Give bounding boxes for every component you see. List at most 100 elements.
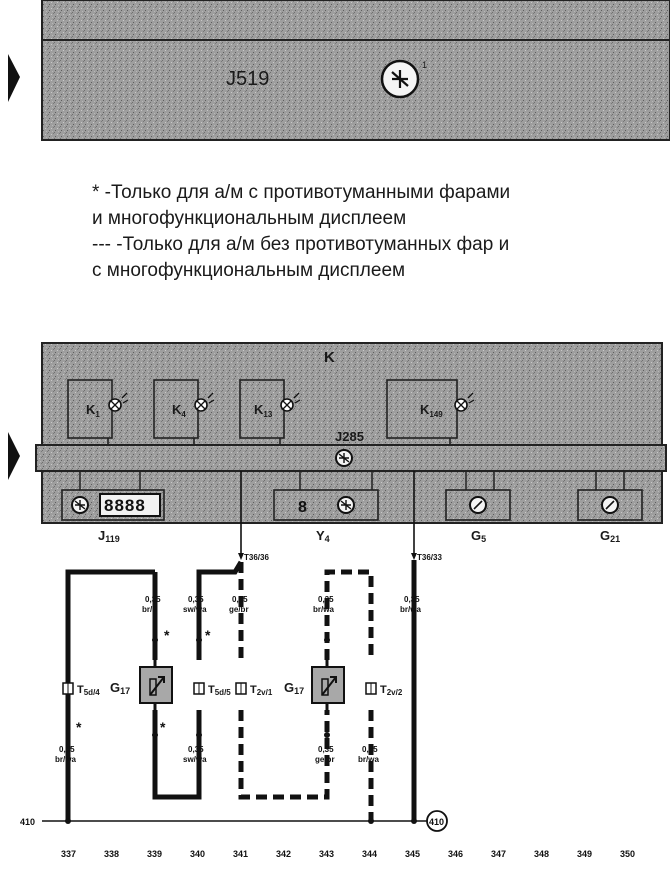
column-number: 341 [233, 849, 248, 859]
lamp-label-k1-name: K [86, 402, 96, 417]
warning-lamp-icon [280, 392, 301, 412]
page-marker-arrow [8, 54, 20, 102]
connector-pin-icon [235, 682, 247, 695]
connector-pin-icon [62, 682, 74, 695]
sub-label-j119-sub: 119 [105, 534, 120, 544]
sub-label-y4-name: Y [316, 528, 325, 543]
sub-label-g21-sub: 21 [610, 534, 620, 544]
sensor-g17-right-label: G17 [284, 680, 304, 696]
connector-pin [238, 553, 244, 560]
column-number: 342 [276, 849, 291, 859]
temperature-sensor-icon [321, 676, 337, 696]
wire-gauge-339: 0,35 [145, 595, 161, 604]
lamp-label-k1: K1 [86, 402, 100, 419]
j519-label: J519 [226, 68, 269, 90]
lamp-label-k149-sub: 149 [429, 410, 443, 419]
wire-sw-wa-loop [152, 560, 244, 800]
wire-labels: 0,35 br/li 0,35 sw/wa 0,35 ge/br 0,35 br… [55, 595, 421, 764]
connector-t2v2-name: T [380, 684, 387, 696]
column-number: 346 [448, 849, 463, 859]
column-number: 350 [620, 849, 635, 859]
wire-color-339: br/li [142, 605, 157, 614]
connector-t5d5-name: T [208, 684, 215, 696]
connector-t5d5: T5d/5 [208, 684, 231, 697]
connector-t2v1-sub: 2v/1 [257, 688, 273, 697]
wire-color-340a: sw/wa [183, 605, 207, 614]
lcd-digits: 8888 [104, 496, 146, 515]
connector-t36-36: T36/36 [244, 553, 269, 562]
sensor-g17-left-label: G17 [110, 680, 130, 696]
temperature-sensor-icon [149, 676, 165, 696]
note-line-1: * -Только для а/м с противотуманными фар… [92, 182, 511, 203]
sub-label-y4-sub: 4 [325, 534, 330, 544]
lamp-label-k4: K4 [172, 402, 186, 419]
g21-box [577, 489, 643, 521]
warning-lamp-icon [454, 392, 475, 412]
lamp-label-k149-name: K [420, 402, 430, 417]
column-numbers: 337 338 339 340 341 342 343 344 345 346 … [61, 849, 635, 859]
gauge-icon [601, 496, 619, 514]
column-number: 343 [319, 849, 334, 859]
wire-gauge-343b: 0,35 [318, 745, 334, 754]
control-unit-icon [380, 59, 420, 99]
control-unit-icon [71, 496, 89, 514]
control-unit-icon [335, 449, 353, 467]
connector-pin [411, 553, 417, 560]
lamp-label-k4-name: K [172, 402, 182, 417]
sub-label-j119: J119 [98, 528, 120, 544]
sensor-g17-left-name: G [110, 680, 120, 695]
column-number: 345 [405, 849, 420, 859]
asterisk-marker: * [164, 627, 170, 643]
g5-box [445, 489, 511, 521]
gauge-icon [469, 496, 487, 514]
column-number: 337 [61, 849, 76, 859]
column-number: 339 [147, 849, 162, 859]
column-number: 347 [491, 849, 506, 859]
y4-box [273, 489, 379, 521]
page-marker-arrow [8, 432, 20, 480]
wire-gauge-341: 0,35 [232, 595, 248, 604]
connector-t5d4: T5d/4 [77, 684, 100, 697]
lcd-display [99, 493, 161, 517]
lamp-label-k4-sub: 4 [181, 410, 186, 419]
lamp-label-k13-name: K [254, 402, 264, 417]
connector-t36-33: T36/33 [417, 553, 442, 562]
j119-box [61, 489, 165, 521]
note-line-4: с многофункциональным дисплеем [92, 260, 406, 281]
j285-label: J285 [335, 429, 364, 444]
sensor-g17-right-name: G [284, 680, 294, 695]
wire-br-wa-337 [65, 569, 155, 820]
connector-t2v1: T2v/1 [250, 684, 273, 697]
column-number: 338 [104, 849, 119, 859]
wire-color-341: ge/br [229, 605, 249, 614]
wire-gauge-343a: 0,35 [318, 595, 334, 604]
wire-color-343b: ge/br [315, 755, 335, 764]
connector-t5d4-sub: 5d/4 [84, 688, 101, 697]
lamp-label-k1-sub: 1 [95, 410, 100, 419]
lamp-label-k13: K13 [254, 402, 273, 419]
connector-t5d4-name: T [77, 684, 84, 696]
sub-label-g5: G5 [471, 528, 486, 544]
wire-color-343a: br/wa [313, 605, 334, 614]
control-unit-icon [337, 496, 355, 514]
y4-digit: 8 [298, 499, 307, 516]
ground-reference-icon [426, 810, 448, 832]
sub-label-g5-sub: 5 [481, 534, 486, 544]
ground-circle-label: 410 [429, 817, 444, 827]
wire-gauge-344: 0,35 [362, 745, 378, 754]
connector-t2v1-name: T [250, 684, 257, 696]
wire-gauge-345: 0,35 [404, 595, 420, 604]
ground-label: 410 [20, 817, 35, 827]
warning-lamp-icon [108, 392, 129, 412]
asterisk-marker: * [205, 627, 211, 643]
cluster-title: K [324, 349, 335, 366]
sub-label-g21-name: G [600, 528, 610, 543]
j519-superscript: 1 [422, 60, 427, 70]
connector-pin-icon [193, 682, 205, 695]
asterisk-marker: * [160, 719, 166, 735]
column-number: 340 [190, 849, 205, 859]
connector-pin-icon [365, 682, 377, 695]
wire-gauge-340b: 0,35 [188, 745, 204, 754]
